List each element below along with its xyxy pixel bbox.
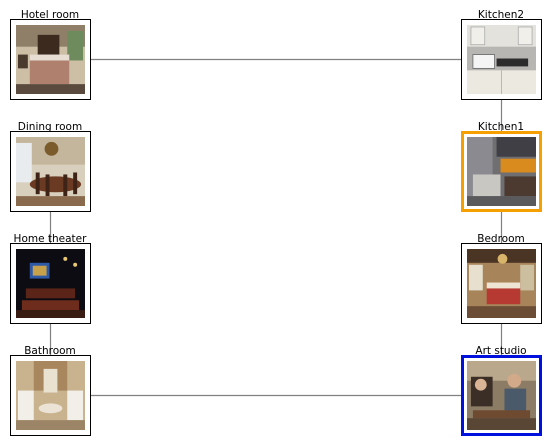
dining-room-image: [16, 137, 85, 206]
node-dining-room[interactable]: [10, 131, 91, 212]
kitchen2-image: [467, 25, 536, 94]
label-kitchen2: Kitchen2: [477, 9, 525, 21]
node-bathroom[interactable]: [10, 355, 91, 436]
kitchen1-image: [467, 137, 536, 206]
label-dining-room: Dining room: [17, 121, 83, 133]
home-theater-image: [16, 249, 85, 318]
bathroom-image: [16, 361, 85, 430]
node-bedroom[interactable]: [461, 243, 542, 324]
hotel-room-image: [16, 25, 85, 94]
edges-layer: [49, 58, 503, 397]
art-studio-image: [467, 361, 536, 430]
label-kitchen1: Kitchen1: [477, 121, 525, 133]
node-kitchen1[interactable]: [461, 131, 542, 212]
label-bathroom: Bathroom: [24, 345, 76, 357]
node-home-theater[interactable]: [10, 243, 91, 324]
bedroom-image: [467, 249, 536, 318]
node-kitchen2[interactable]: [461, 19, 542, 100]
label-bedroom: Bedroom: [477, 233, 525, 245]
node-art-studio[interactable]: [461, 355, 542, 436]
node-hotel-room[interactable]: [10, 19, 91, 100]
label-hotel-room: Hotel room: [20, 9, 80, 21]
label-home-theater: Home theater: [13, 233, 87, 245]
label-art-studio: Art studio: [475, 345, 527, 357]
